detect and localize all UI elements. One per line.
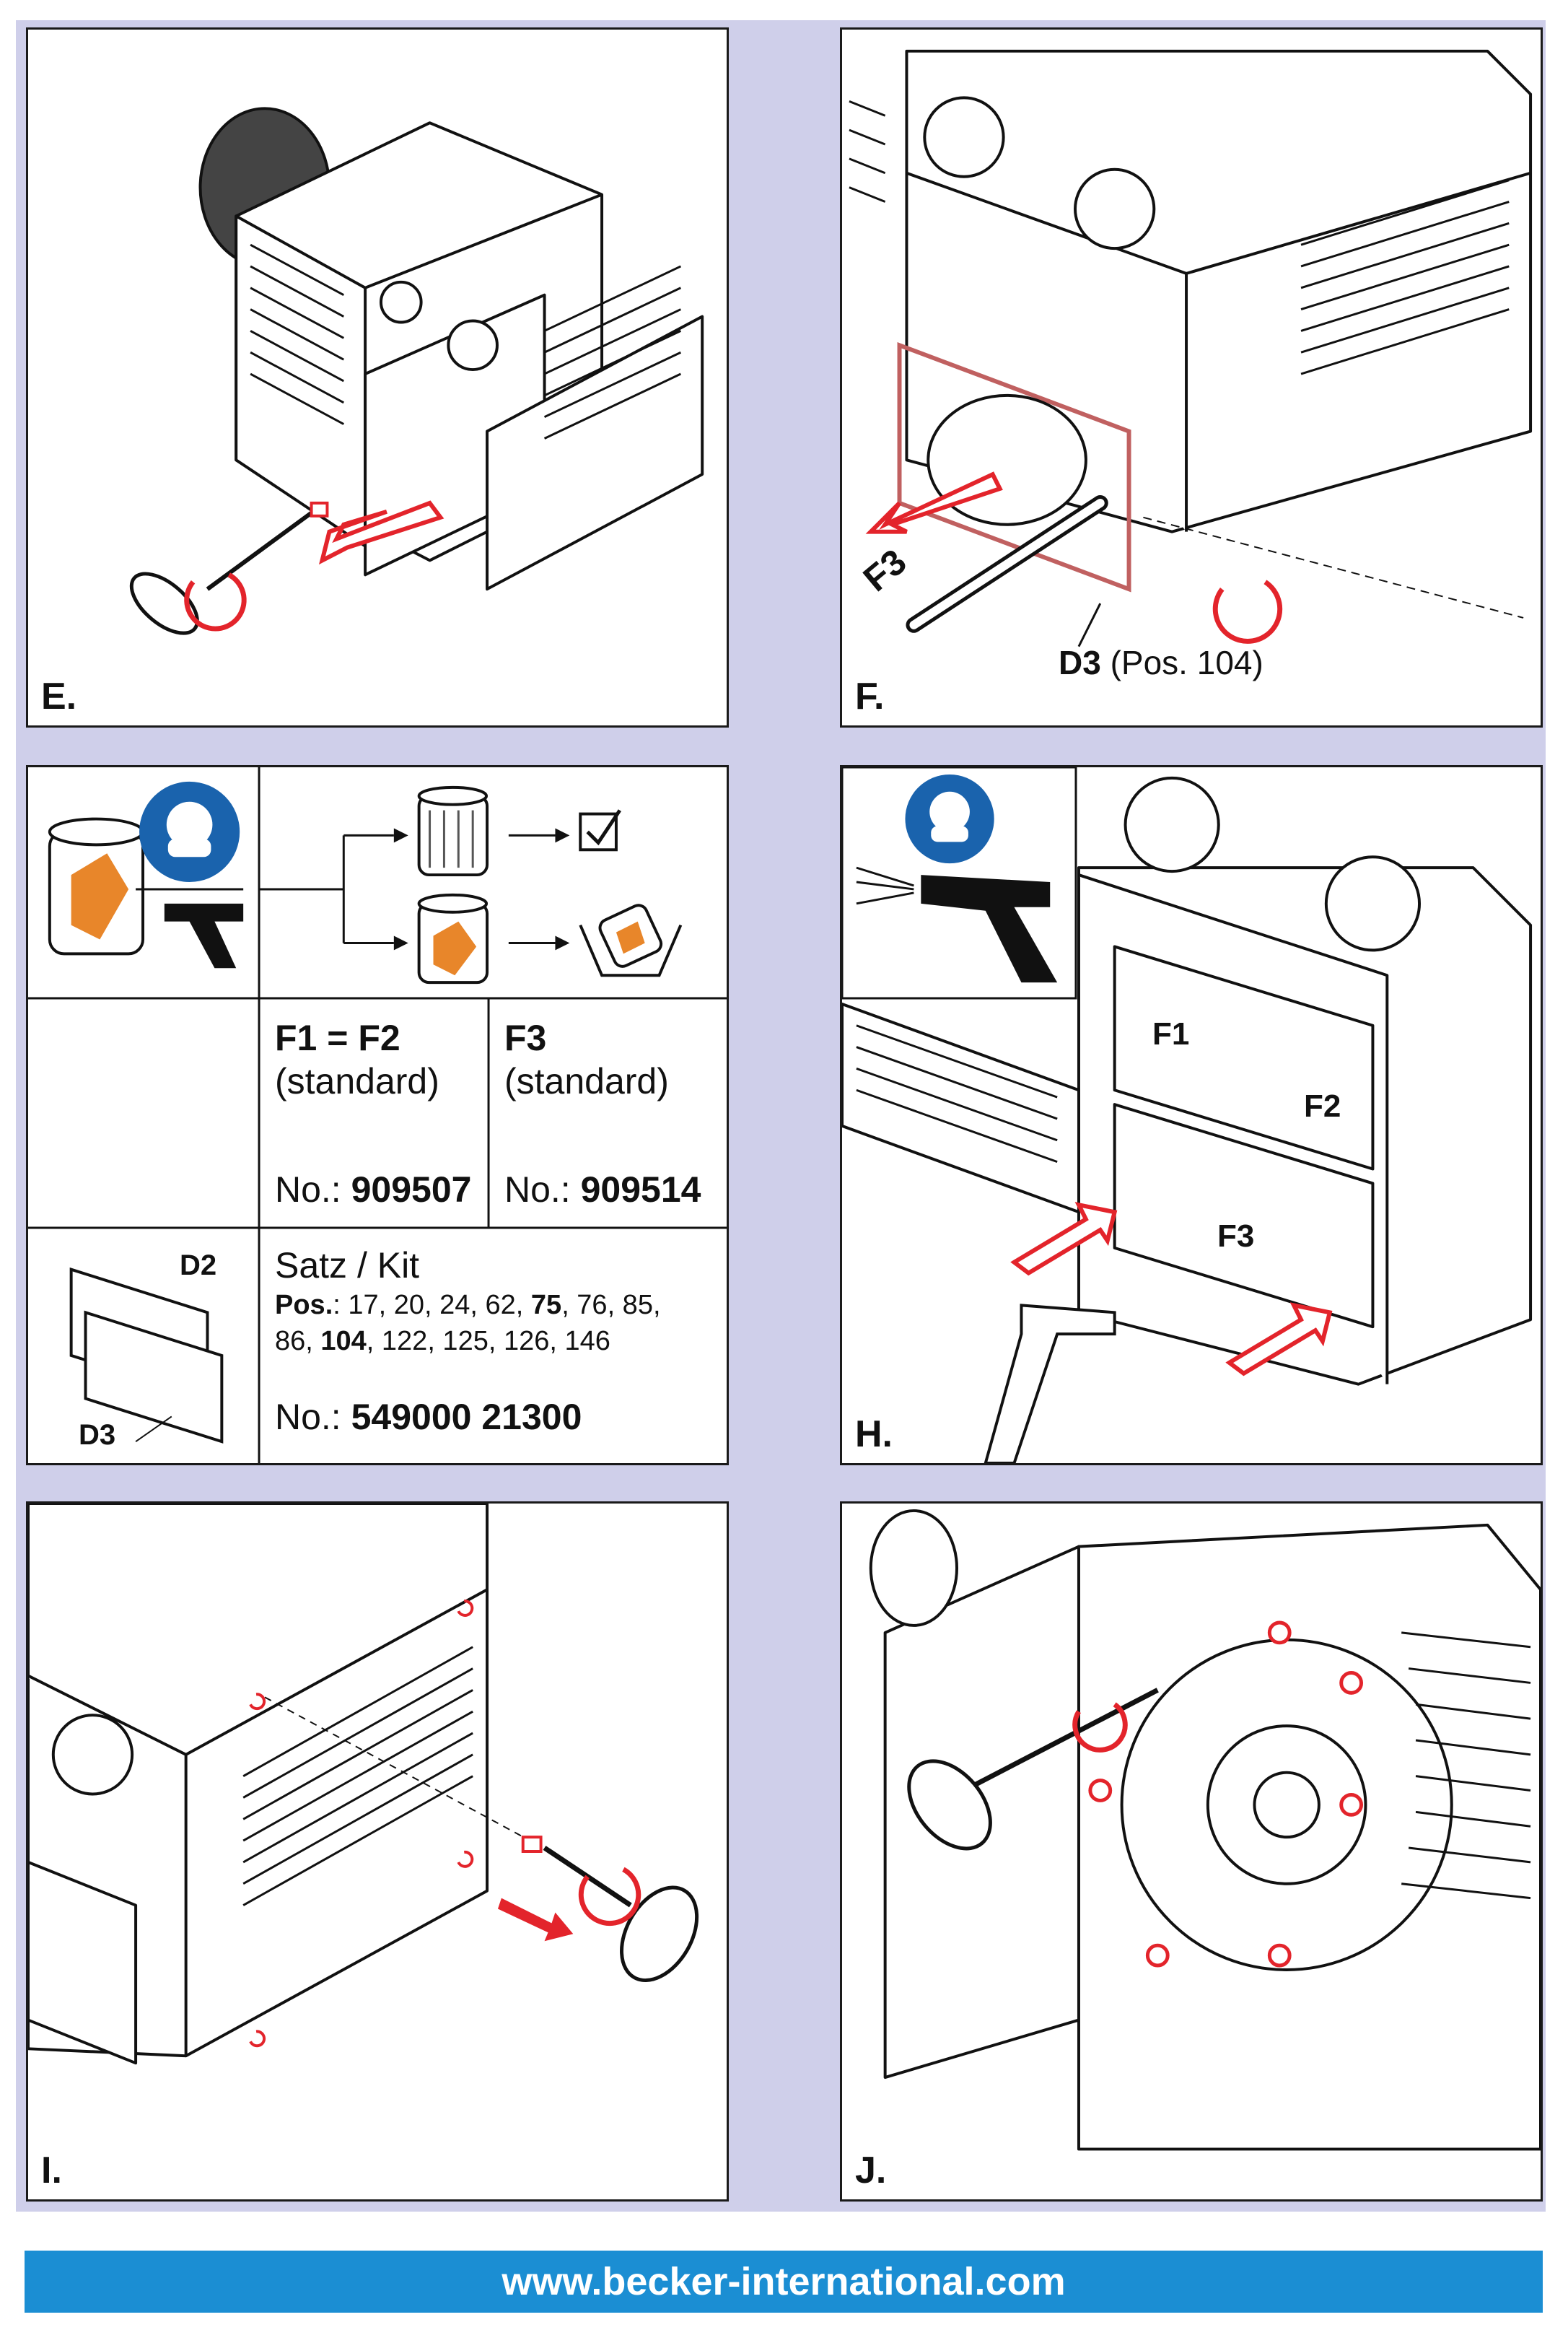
blow-arrow — [1010, 1202, 1118, 1276]
wrench-icon — [906, 494, 1108, 633]
filter-table-lines — [28, 767, 727, 1463]
dirty-filter-small-icon — [417, 893, 489, 985]
filter-f3-type: (standard) — [504, 1061, 669, 1101]
filter-f1f2-number: No.: 909507 — [275, 1169, 472, 1210]
clean-filter-icon — [417, 785, 489, 877]
panel-label: F. — [855, 676, 885, 717]
t-key-icon — [907, 1688, 1159, 1851]
cell-f2: F2 — [1304, 1088, 1341, 1124]
panel-e: E. — [26, 27, 729, 728]
filter-f1f2-type: (standard) — [275, 1061, 439, 1101]
gasket-d2-label: D2 — [180, 1249, 217, 1281]
kit-number: No.: 549000 21300 — [275, 1397, 582, 1437]
dirty-filter-icon — [48, 817, 145, 956]
air-gun-icon — [164, 903, 244, 969]
gasket-kit-icon — [69, 1267, 224, 1444]
gasket-d3-label: D3 — [79, 1419, 116, 1451]
mask-icon — [905, 774, 994, 864]
cell-f1: F1 — [1152, 1016, 1190, 1052]
pump-illustration-j — [869, 1509, 1541, 2151]
panel-label: I. — [41, 2150, 62, 2191]
pump-illustration-h — [842, 767, 1533, 1463]
kit-positions-line1: Pos.: 17, 20, 24, 62, 75, 76, 85, — [275, 1290, 661, 1320]
panel-label: E. — [41, 676, 77, 717]
panel-j: J. — [840, 1501, 1543, 2202]
pump-illustration-f — [849, 49, 1533, 647]
panel-label: J. — [855, 2150, 887, 2191]
footer-url[interactable]: www.becker-international.com — [25, 2251, 1543, 2313]
kit-title: Satz / Kit — [275, 1245, 420, 1286]
filter-f3-number: No.: 909514 — [504, 1169, 701, 1210]
mask-icon — [139, 781, 240, 883]
filter-table-panel: D2 D3 F1 = F2 (standard) No.: 909507 F3 … — [26, 765, 729, 1465]
pull-arrow — [497, 1898, 574, 1942]
filter-f3-name: F3 — [504, 1018, 547, 1058]
panel-f: F3 D3 (Pos. 104) F. — [840, 27, 1543, 728]
panel-i: I. — [26, 1501, 729, 2202]
callout-pos: (Pos. 104) — [1110, 644, 1263, 681]
panel-label: H. — [855, 1413, 893, 1455]
pull-arrow — [318, 500, 444, 565]
pump-illustration-e — [129, 107, 704, 635]
callout-d3: D3 (Pos. 104) — [1059, 643, 1263, 682]
t-key-icon — [129, 501, 329, 635]
checkbox-icon — [579, 809, 621, 852]
kit-positions-line2: 86, 104, 122, 125, 126, 146 — [275, 1326, 610, 1356]
pump-illustration-i — [28, 1504, 699, 2065]
cell-f3: F3 — [1217, 1218, 1255, 1254]
callout-code: D3 — [1059, 644, 1101, 681]
pull-arrow — [865, 471, 1003, 534]
panel-h: F1 F2 F3 H. — [840, 765, 1543, 1465]
air-gun-icon — [856, 866, 1058, 983]
waste-bin-icon — [579, 904, 683, 977]
t-key-icon — [521, 1836, 699, 1983]
filter-f1f2-name: F1 = F2 — [275, 1018, 400, 1058]
gasket-d3 — [897, 341, 1131, 593]
blow-arrow — [1225, 1302, 1333, 1376]
